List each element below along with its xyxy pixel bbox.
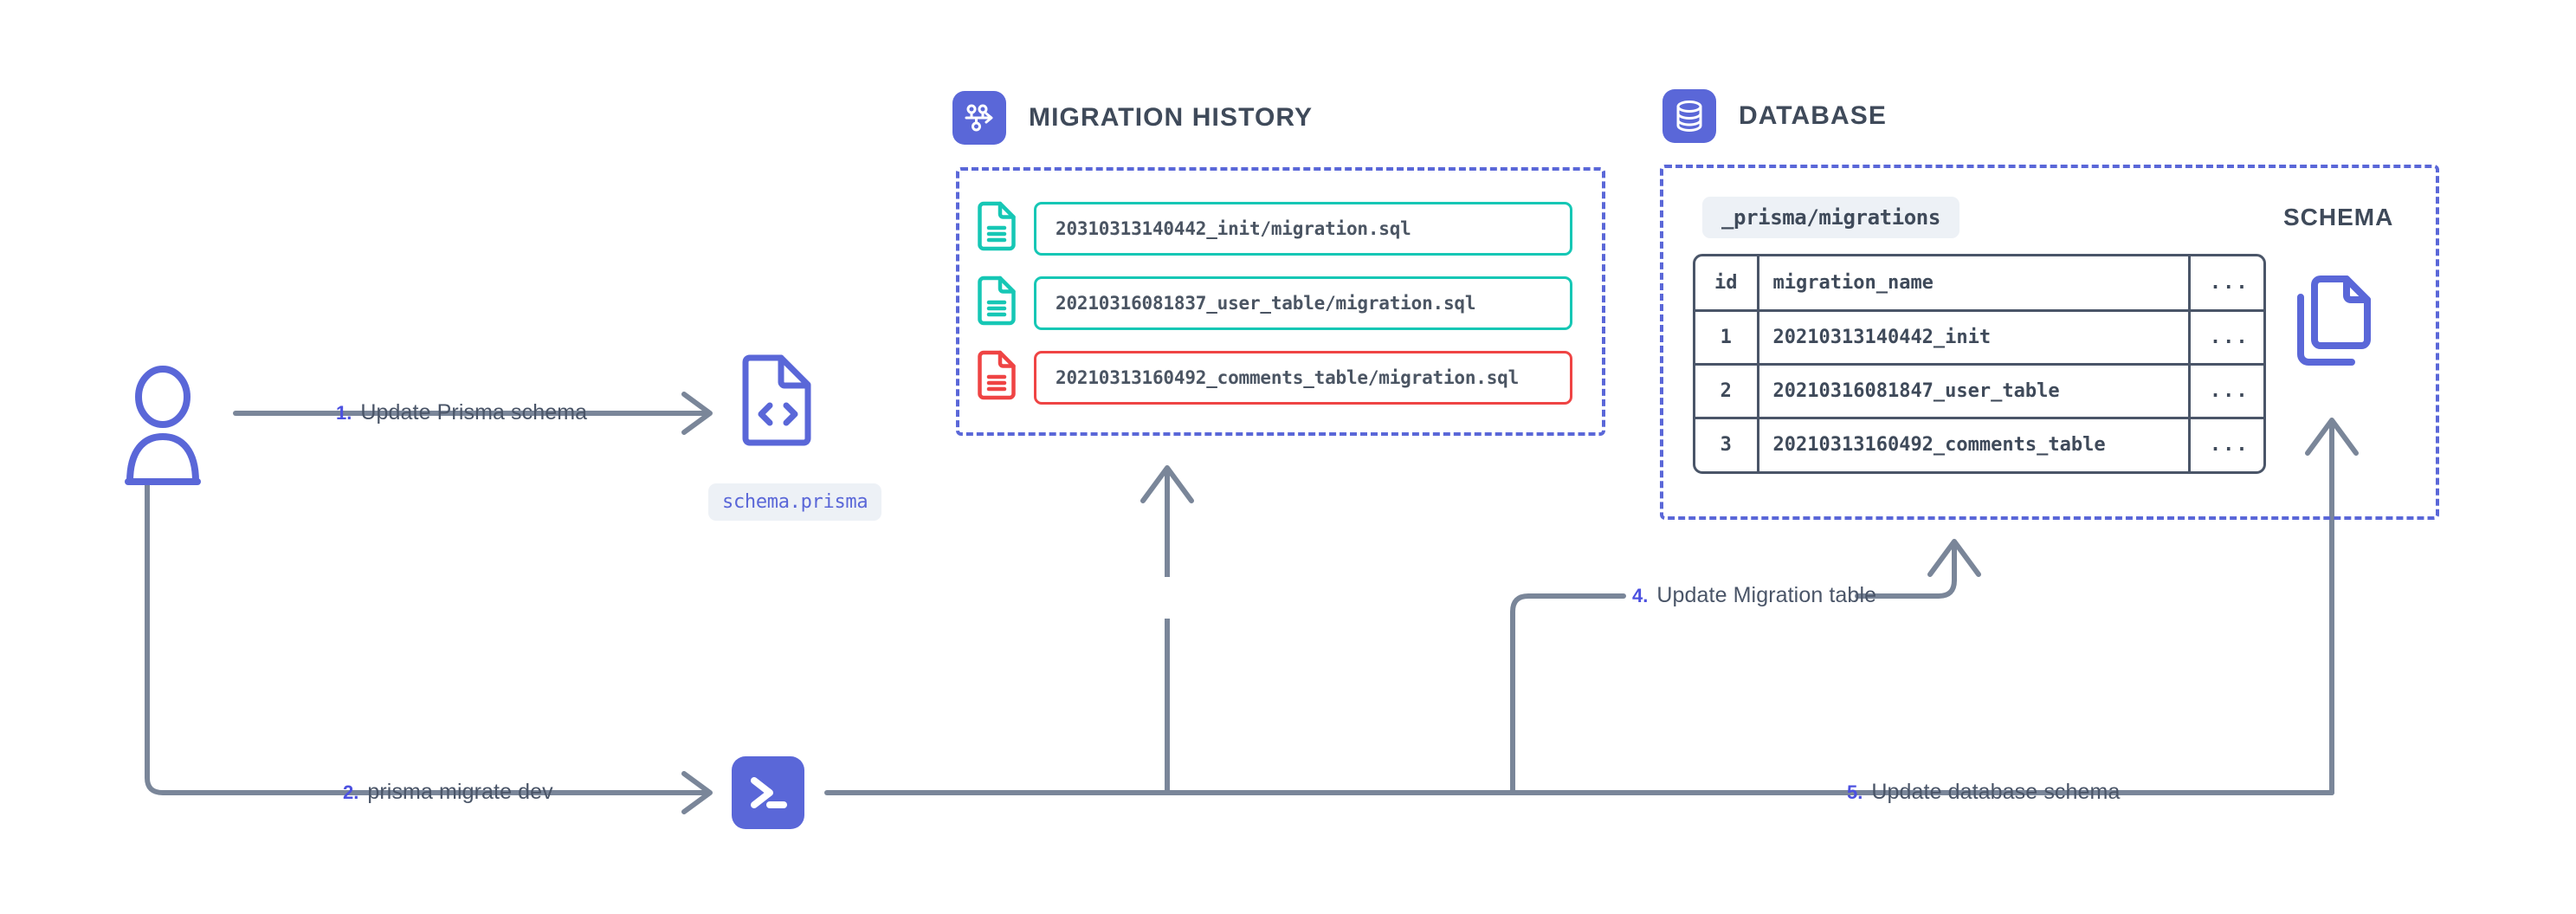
table-row: 3 20210313160492_comments_table ...: [1695, 418, 2263, 471]
migration-history-title: MIGRATION HISTORY: [1029, 103, 1314, 132]
step-5-number: 5.: [1847, 781, 1863, 803]
migration-file-field[interactable]: 20310313140442_init/migration.sql: [1034, 201, 1572, 256]
cell-more: ...: [2189, 364, 2263, 419]
table-row: 1 20210313140442_init ...: [1695, 310, 2263, 366]
user-icon: [121, 364, 204, 489]
step-2-number: 2.: [343, 781, 359, 803]
migration-file-row[interactable]: 20210313160492_comments_table/migration.…: [977, 350, 1572, 405]
file-text-icon: [977, 201, 1017, 256]
cell-more: ...: [2209, 434, 2250, 457]
step-5-label: 5. Update database schema: [1847, 780, 2120, 805]
database-icon: [1662, 89, 1716, 143]
cell-migration-name: 20210313140442_init: [1758, 310, 2191, 366]
column-header-more: ...: [2189, 256, 2263, 312]
git-branch-icon: [952, 91, 1006, 145]
prisma-migrations-chip: _prisma/migrations: [1702, 197, 1959, 238]
database-header: DATABASE: [1662, 89, 1887, 143]
cell-id: 1: [1695, 310, 1759, 366]
migration-file-field[interactable]: 20210316081837_user_table/migration.sql: [1034, 275, 1572, 330]
database-region: [1660, 165, 2439, 520]
column-header-name: migration_name: [1758, 256, 2191, 312]
table-header-row: id migration_name ...: [1695, 256, 2263, 312]
schema-prisma-label: schema.prisma: [708, 483, 882, 521]
file-text-icon: [977, 350, 1017, 405]
step-5-text: Update database schema: [1871, 780, 2121, 804]
terminal-prompt-icon: [732, 756, 804, 829]
schema-label: SCHEMA: [2283, 204, 2394, 230]
migration-history-header: MIGRATION HISTORY: [952, 91, 1313, 145]
migration-file-row[interactable]: 20310313140442_init/migration.sql: [977, 201, 1572, 256]
migration-file-name: 20210316081837_user_table/migration.sql: [1056, 292, 1476, 314]
step-1-text: Update Prisma schema: [360, 400, 588, 425]
step-4-label: 4. Update Migration table: [1632, 583, 1876, 608]
step-4-number: 4.: [1632, 585, 1649, 606]
step-2-label: 2. prisma migrate dev: [343, 780, 553, 805]
step-2-text: prisma migrate dev: [367, 780, 553, 804]
cell-id: 3: [1695, 418, 1759, 471]
wire-gap-mask: [1004, 577, 1368, 619]
step-4-text: Update Migration table: [1656, 583, 1877, 607]
cell-migration-name: 20210313160492_comments_table: [1758, 418, 2191, 471]
database-title: DATABASE: [1739, 101, 1888, 130]
column-header-id: id: [1695, 256, 1759, 312]
migrations-table: id migration_name ... 1 20210313140442_i…: [1693, 254, 2266, 474]
cell-id: 2: [1695, 364, 1759, 419]
documents-copy-icon: [2293, 274, 2378, 373]
file-text-icon: [977, 275, 1017, 330]
migration-file-row[interactable]: 20210316081837_user_table/migration.sql: [977, 275, 1572, 330]
table-row: 2 20210316081847_user_table ...: [1695, 364, 2263, 419]
migration-file-name: 20210313160492_comments_table/migration.…: [1056, 366, 1520, 388]
cell-migration-name: 20210316081847_user_table: [1758, 364, 2191, 419]
migration-file-name: 20310313140442_init/migration.sql: [1056, 217, 1411, 239]
migration-file-field[interactable]: 20210313160492_comments_table/migration.…: [1034, 350, 1572, 405]
step-1-number: 1.: [336, 402, 352, 424]
cell-more: ...: [2189, 310, 2263, 366]
step-1-label: 1. Update Prisma schema: [336, 400, 587, 425]
migration-history-region: [956, 167, 1605, 436]
file-code-icon: [741, 353, 812, 451]
